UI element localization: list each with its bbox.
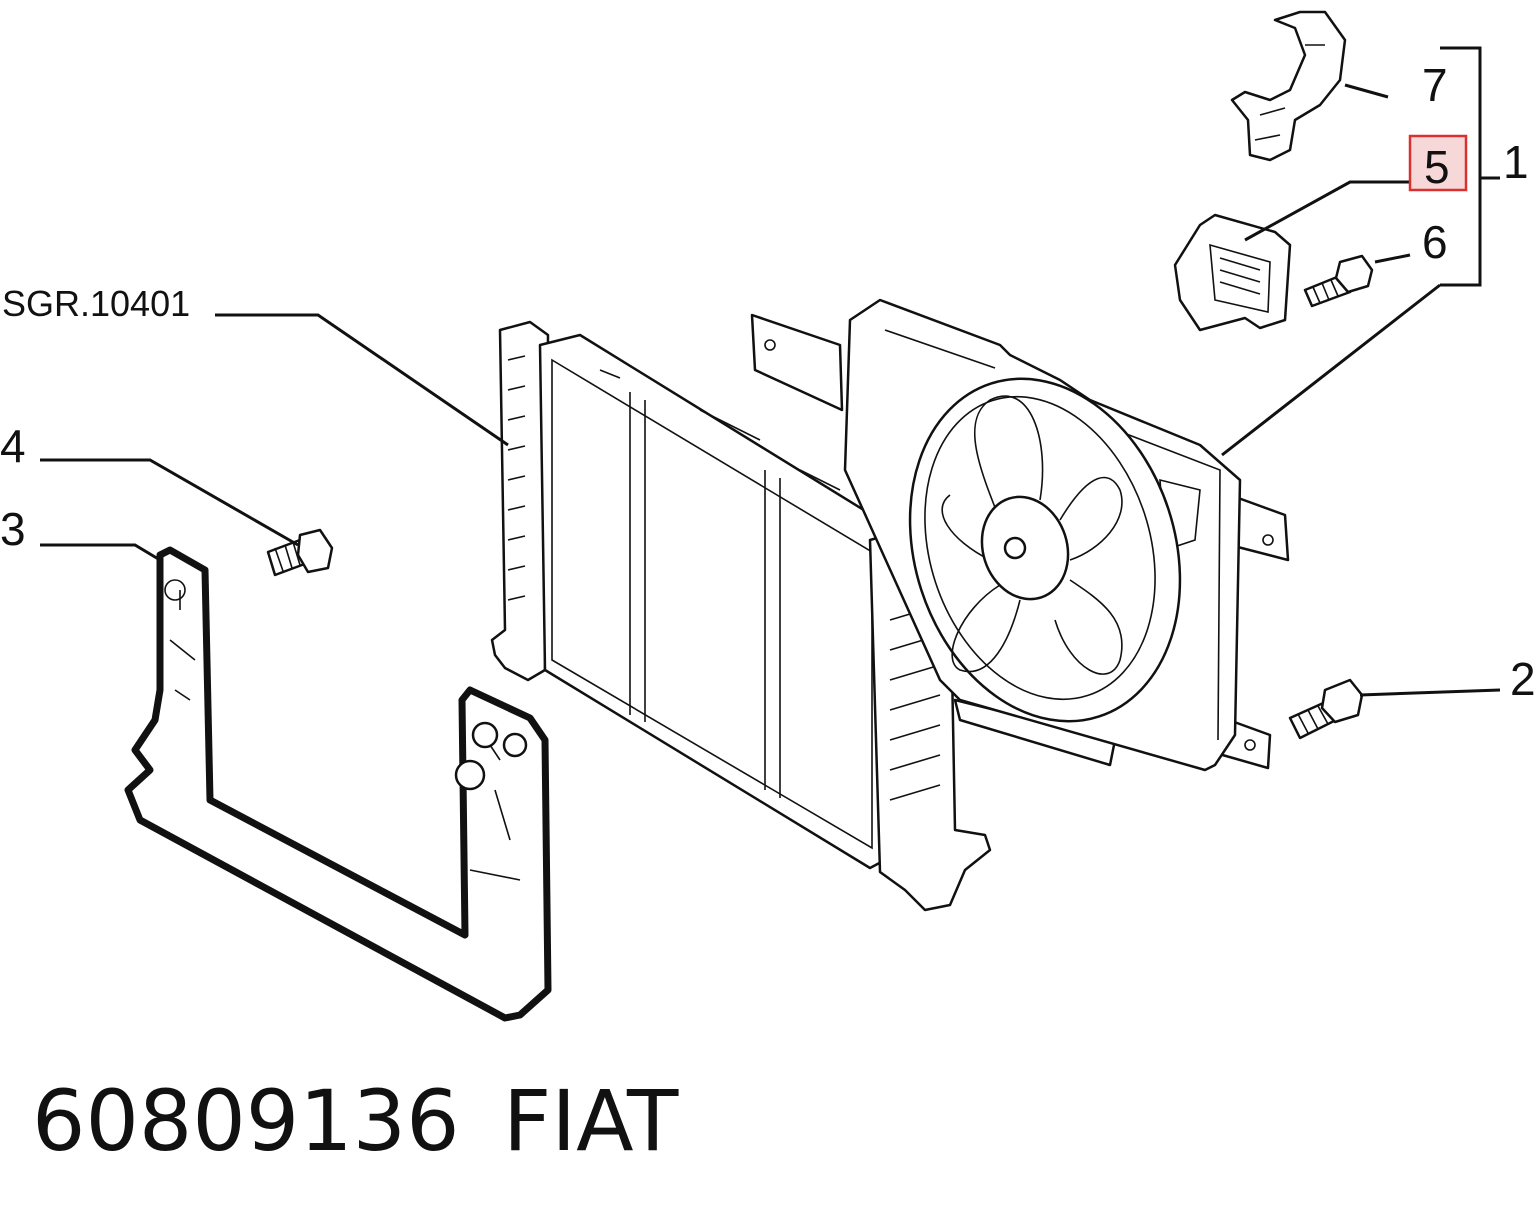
fan-shroud-assembly bbox=[750, 298, 1290, 772]
bolt-6 bbox=[1303, 254, 1374, 308]
lower-bracket bbox=[124, 546, 552, 1022]
callout-1: 1 bbox=[1503, 136, 1529, 188]
callout-5: 5 bbox=[1424, 141, 1450, 193]
callout-4: 4 bbox=[0, 420, 26, 472]
highlight-box bbox=[1408, 134, 1468, 192]
fan-resistor bbox=[1173, 213, 1292, 332]
wiring-clip bbox=[1230, 10, 1347, 162]
callout-3: 3 bbox=[0, 503, 26, 555]
callout-2: 2 bbox=[1510, 653, 1536, 705]
callout-7: 7 bbox=[1422, 59, 1448, 111]
leader-lines bbox=[40, 46, 1501, 697]
callout-6: 6 bbox=[1422, 216, 1448, 268]
bolt-2 bbox=[1288, 678, 1364, 740]
brand-name: FIAT bbox=[503, 1072, 679, 1170]
bolt-4 bbox=[266, 528, 334, 577]
reference-label: SGR.10401 bbox=[2, 283, 190, 324]
part-number: 60809136 bbox=[32, 1072, 460, 1170]
